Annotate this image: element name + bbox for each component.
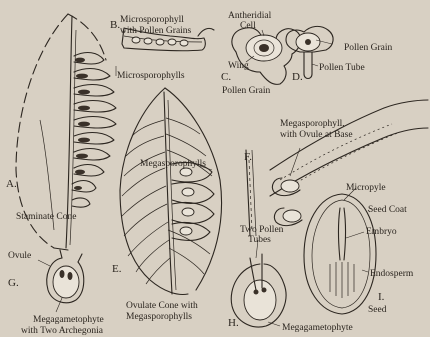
panel-g-letter: G. — [8, 277, 19, 289]
ovule-megagametophyte — [38, 250, 84, 312]
seed — [304, 188, 376, 314]
panel-f-label-line1: Megasporophyll, — [280, 119, 345, 129]
panel-e-caption-line1: Ovulate Cone with — [126, 301, 198, 311]
panel-c-caption: Pollen Grain — [222, 86, 271, 96]
panel-e-letter: E. — [112, 263, 122, 275]
panel-f-letter: F. — [244, 151, 252, 163]
panel-h-megagametophyte-label: Megagametophyte — [282, 323, 353, 333]
ovulate-cone — [120, 88, 222, 294]
panel-i-endosperm-label: Endosperm — [370, 269, 414, 279]
panel-i-micropyle-label: Micropyle — [346, 183, 386, 193]
panel-a-letter: A. — [6, 178, 17, 190]
panel-b-caption-line2: with Pollen Grains — [120, 26, 192, 36]
panel-i-seed-coat-label: Seed Coat — [368, 205, 407, 215]
panel-c-antheridial-label-line1: Antheridial — [228, 11, 272, 21]
panel-g-caption-line2: with Two Archegonia — [21, 326, 104, 336]
panel-h-tubes-label-line1: Two Pollen — [240, 225, 284, 235]
panel-i-letter: I. — [378, 291, 385, 303]
panel-e-megasporophylls-label: Megasporophylls — [140, 159, 206, 169]
panel-d-letter: D. — [292, 71, 303, 83]
panel-i-embryo-label: Embryo — [366, 227, 397, 237]
panel-c-letter: C. — [221, 71, 231, 83]
panel-a-caption: Staminate Cone — [16, 212, 76, 222]
panel-i-caption: Seed — [368, 305, 387, 315]
panel-h-tubes-label-line2: Tubes — [248, 235, 271, 245]
pollen-grain-winged — [232, 28, 301, 85]
panel-g-ovule-label: Ovule — [8, 251, 31, 261]
panel-e-caption-line2: Megasporophylls — [126, 312, 192, 322]
panel-g-caption-line1: Megagametophyte — [33, 315, 104, 325]
panel-b-caption-line1: Microsporophyll — [120, 15, 184, 25]
panel-d-pollen-grain-label: Pollen Grain — [344, 43, 393, 53]
panel-h-letter: H. — [228, 317, 239, 329]
panel-c-wing-label: Wing — [228, 61, 249, 71]
panel-f-label-line2: with Ovule at Base — [280, 130, 353, 140]
panel-b-letter: B. — [110, 19, 120, 31]
panel-c-antheridial-label-line2: Cell — [240, 21, 256, 31]
ovule-with-pollen-tubes — [231, 240, 286, 327]
panel-d-pollen-tube-label: Pollen Tube — [319, 63, 365, 73]
panel-a-microsporophylls-label: Microsporophylls — [117, 71, 185, 81]
